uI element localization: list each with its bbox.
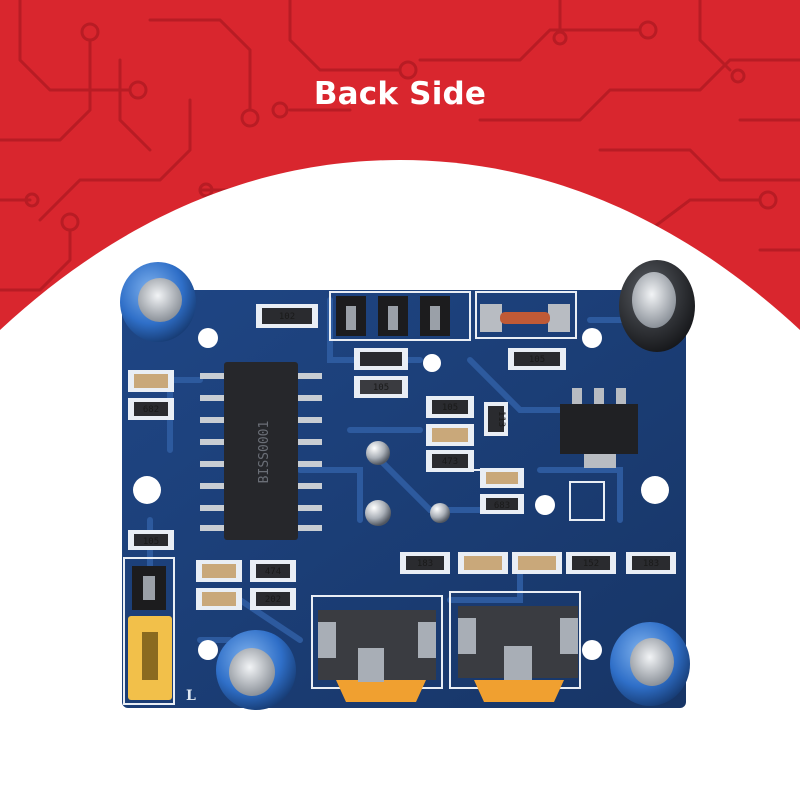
ic-marking: BISS0001 <box>257 421 272 484</box>
smd-r21 <box>128 370 174 392</box>
smd-r14: 152 <box>566 552 616 574</box>
capacitor-bottom-left <box>216 630 296 710</box>
potentiometer-left <box>318 610 436 702</box>
smd-r13 <box>512 552 562 574</box>
smd-r6 <box>426 424 474 446</box>
smd-r15: 183 <box>626 552 676 574</box>
pin-header <box>336 296 450 336</box>
smd-r18 <box>196 588 242 610</box>
smd-r19: 202 <box>250 588 296 610</box>
svg-text:105: 105 <box>143 537 159 547</box>
svg-text:105: 105 <box>442 403 458 413</box>
ic-chip: BISS0001 <box>200 362 322 540</box>
svg-text:202: 202 <box>265 595 281 605</box>
smd-r1: 102 <box>256 304 318 328</box>
potentiometer-right <box>458 606 578 702</box>
smd-resistors: 102 105 105 105 <box>128 304 676 610</box>
smd-r5: 105 <box>426 396 474 418</box>
svg-text:L: L <box>186 688 196 704</box>
smd-r7: 473 <box>426 450 474 472</box>
jumper: L <box>128 566 196 704</box>
smd-r20: 105 <box>128 530 174 550</box>
smd-r22: 682 <box>128 398 174 420</box>
capacitor-top-left <box>120 262 196 342</box>
svg-text:474: 474 <box>265 567 281 577</box>
smd-r3: 105 <box>354 376 408 398</box>
page-title: Back Side <box>313 76 487 112</box>
svg-text:113: 113 <box>496 411 506 427</box>
smd-r12 <box>458 552 508 574</box>
smd-r8: 113 <box>484 402 508 436</box>
svg-text:105: 105 <box>529 355 545 365</box>
svg-text:152: 152 <box>583 559 599 569</box>
solder-joints <box>365 441 450 526</box>
mounting-holes <box>133 328 669 660</box>
smd-r17: 474 <box>250 560 296 582</box>
banner-trace-nodes <box>24 20 778 232</box>
smd-r10: 683 <box>480 494 524 514</box>
svg-text:183: 183 <box>643 559 659 569</box>
capacitor-bottom-right <box>610 622 690 706</box>
voltage-regulator <box>560 388 638 468</box>
svg-text:105: 105 <box>373 383 389 393</box>
capacitor-top-right <box>619 260 695 352</box>
svg-text:183: 183 <box>417 559 433 569</box>
svg-text:682: 682 <box>143 405 159 415</box>
pcb-board: BISS0001 102 <box>122 290 686 708</box>
smd-r2 <box>354 348 408 370</box>
banner-circuit-traces <box>0 0 800 292</box>
smd-diode <box>480 304 570 332</box>
svg-text:473: 473 <box>442 457 458 467</box>
svg-text:683: 683 <box>494 501 510 511</box>
svg-text:102: 102 <box>279 312 295 322</box>
smd-r11: 183 <box>400 552 450 574</box>
smd-r9 <box>480 468 524 488</box>
smd-r4: 105 <box>508 348 566 370</box>
smd-r16 <box>196 560 242 582</box>
